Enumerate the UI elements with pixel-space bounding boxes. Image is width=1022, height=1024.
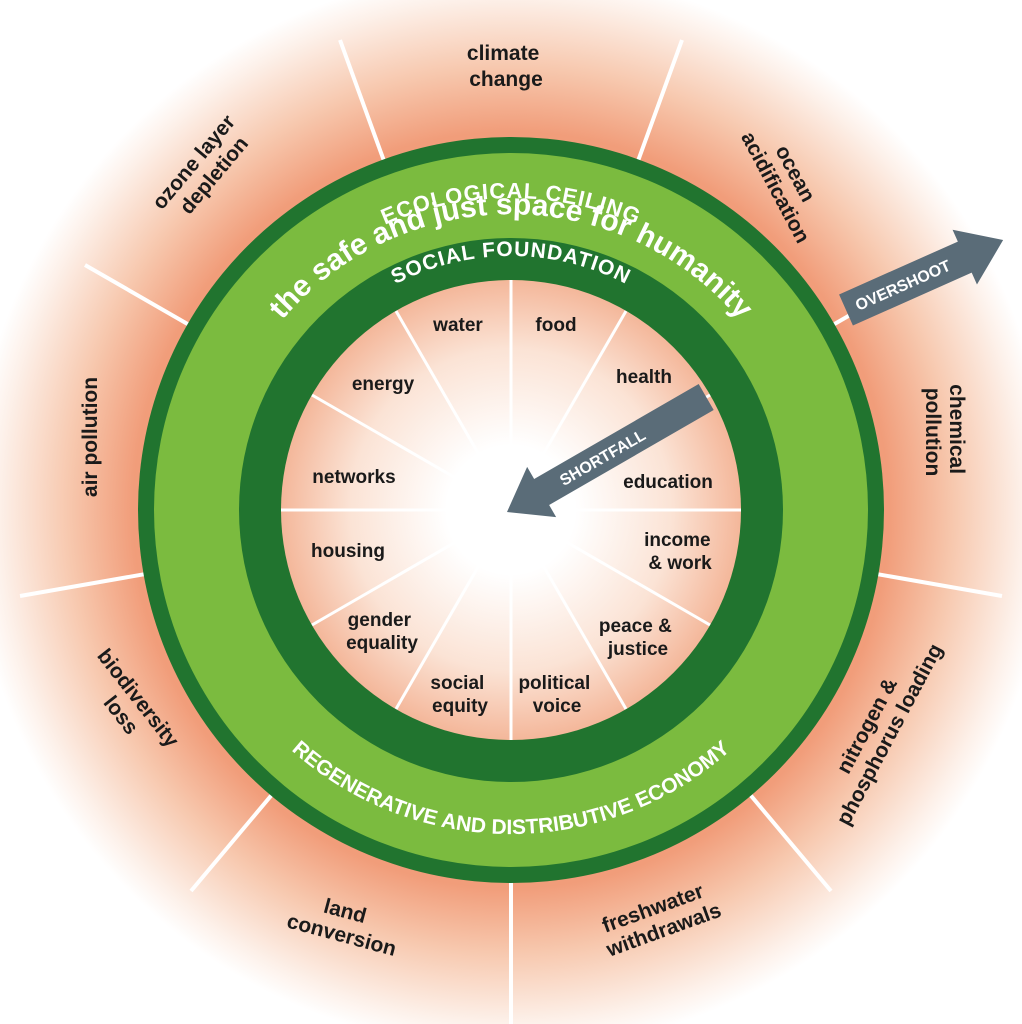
label-air-pollution: air pollution [79,377,102,497]
overshoot-arrow-shape [839,229,1004,326]
social-foundation-labels: water food health education income & wor… [311,315,716,717]
label-health: health [616,367,672,388]
label-food: food [535,315,576,336]
label-climate-change: climate change [467,42,545,91]
label-social-equity: social equity [430,673,489,717]
label-income-work: income & work [644,530,716,574]
label-chemical-pollution: chemical pollution [921,384,968,480]
shortfall-arrow-shape [507,384,714,518]
label-housing: housing [311,541,385,562]
label-gender-equality: gender equality [346,610,418,654]
label-water: water [432,315,483,336]
label-education: education [623,472,713,493]
label-peace-justice: peace & justice [599,616,677,660]
label-political-voice: political voice [518,673,595,717]
label-networks: networks [312,467,395,488]
label-energy: energy [352,374,415,395]
